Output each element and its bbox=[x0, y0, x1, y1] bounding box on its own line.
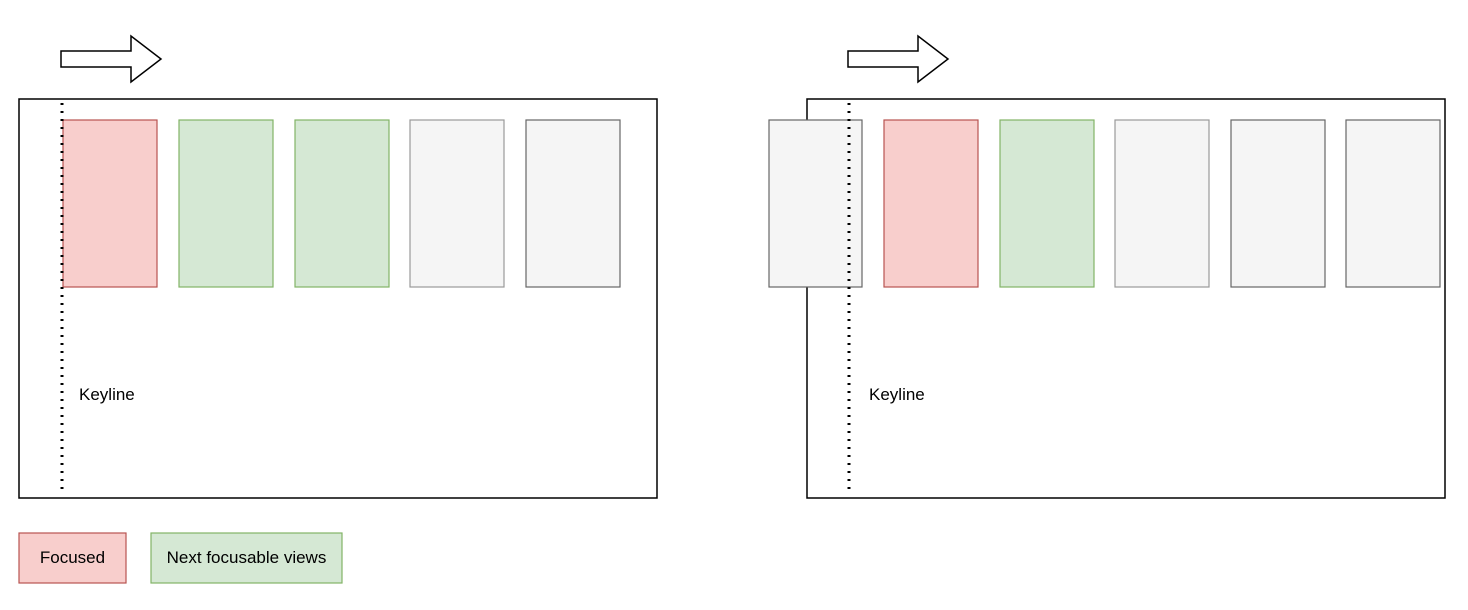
idle-view bbox=[1230, 119, 1326, 288]
next-focusable-view bbox=[294, 119, 390, 288]
next-focusable-view bbox=[178, 119, 274, 288]
idle-view bbox=[1114, 119, 1210, 288]
legend-item-next: Next focusable views bbox=[150, 532, 343, 584]
legend-label-next: Next focusable views bbox=[167, 548, 327, 567]
idle-view bbox=[409, 119, 505, 288]
keyline-label: Keyline bbox=[869, 385, 925, 404]
legend-swatch-next bbox=[150, 532, 343, 584]
idle-view bbox=[768, 119, 863, 288]
legend-item-focused: Focused bbox=[18, 532, 127, 584]
panel-after: Keyline bbox=[768, 34, 1446, 499]
focused-view bbox=[62, 119, 158, 288]
legend-swatch-focused bbox=[18, 532, 127, 584]
arrow-right-icon bbox=[847, 34, 950, 84]
legend-label-focused: Focused bbox=[40, 548, 105, 567]
panel-before: Keyline bbox=[18, 34, 658, 499]
focused-view bbox=[883, 119, 979, 288]
idle-view bbox=[1345, 119, 1441, 288]
idle-view bbox=[525, 119, 621, 288]
arrow-right-icon bbox=[60, 34, 163, 84]
keyline-label: Keyline bbox=[79, 385, 135, 404]
next-focusable-view bbox=[999, 119, 1095, 288]
legend: Focused Next focusable views bbox=[18, 532, 343, 584]
